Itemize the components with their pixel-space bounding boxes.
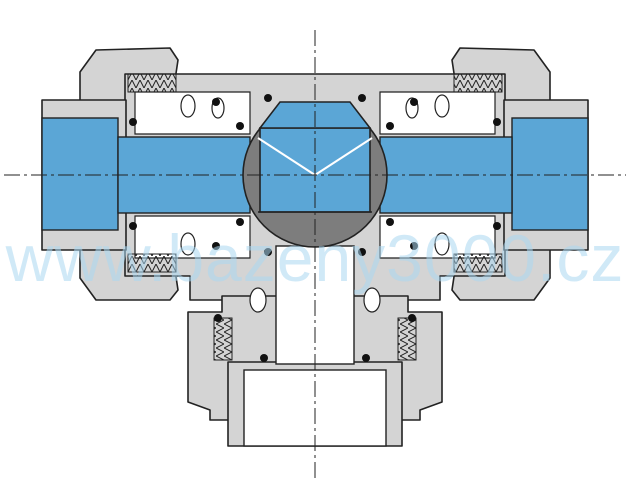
threads	[127, 73, 503, 361]
left-bore	[41, 117, 119, 231]
centerlines	[4, 30, 626, 478]
seat-cavities	[134, 91, 496, 313]
o-ring-seals	[129, 94, 501, 362]
right-bore	[511, 117, 589, 231]
flow-bores	[41, 117, 589, 231]
